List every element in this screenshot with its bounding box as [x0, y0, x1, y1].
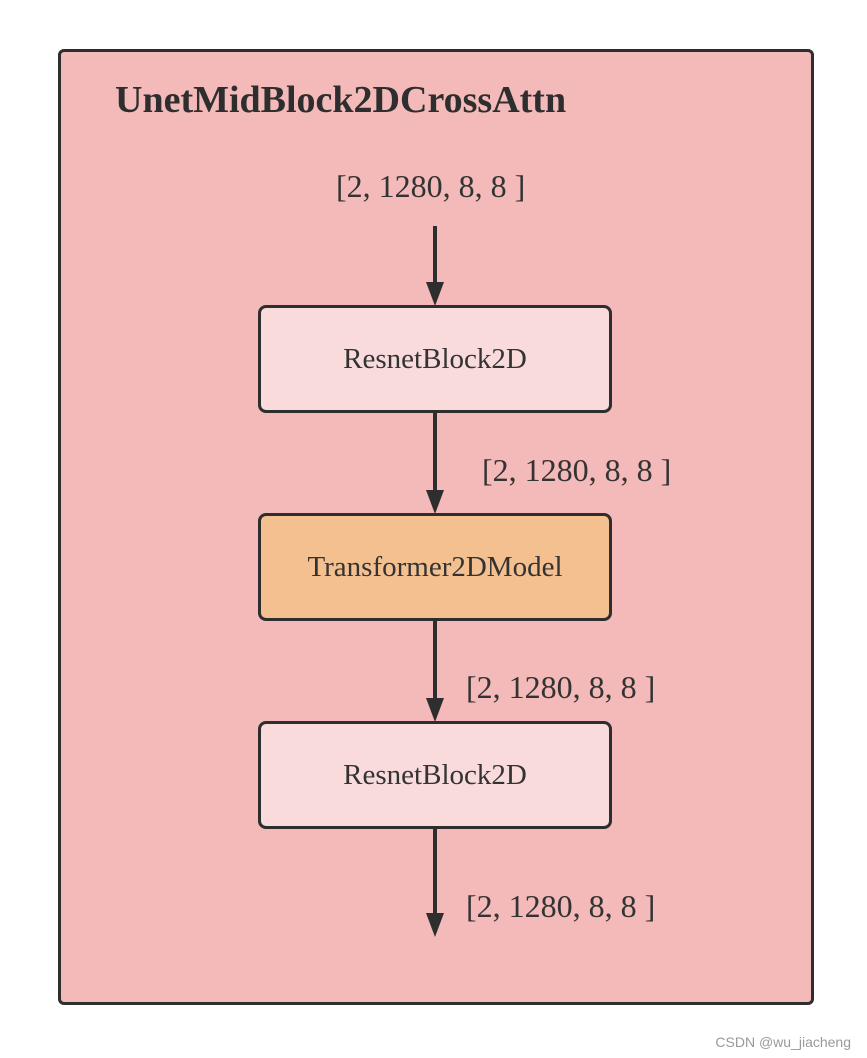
arrowhead-icon — [426, 490, 444, 514]
edge-shape-label-1: [2, 1280, 8, 8 ] — [482, 452, 672, 488]
arrowhead-icon — [426, 913, 444, 937]
block-title: UnetMidBlock2DCrossAttn — [115, 79, 567, 121]
edge-resnet2-to-output — [433, 829, 437, 917]
arrowhead-icon — [426, 698, 444, 722]
edge-shape-label-2: [2, 1280, 8, 8 ] — [466, 669, 656, 705]
input-shape-label: [2, 1280, 8, 8 ] — [336, 168, 526, 204]
node-transformer-2d-model: Transformer2DModel — [258, 513, 612, 621]
node-resnet-block-2: ResnetBlock2D — [258, 721, 612, 829]
edge-resnet1-to-transformer — [433, 413, 437, 495]
watermark-text: CSDN @wu_jiacheng — [715, 1034, 851, 1050]
edge-transformer-to-resnet2 — [433, 621, 437, 703]
output-shape-label: [2, 1280, 8, 8 ] — [466, 888, 656, 924]
edge-input-to-resnet1 — [433, 226, 437, 286]
arrowhead-icon — [426, 282, 444, 306]
node-resnet-block-1: ResnetBlock2D — [258, 305, 612, 413]
